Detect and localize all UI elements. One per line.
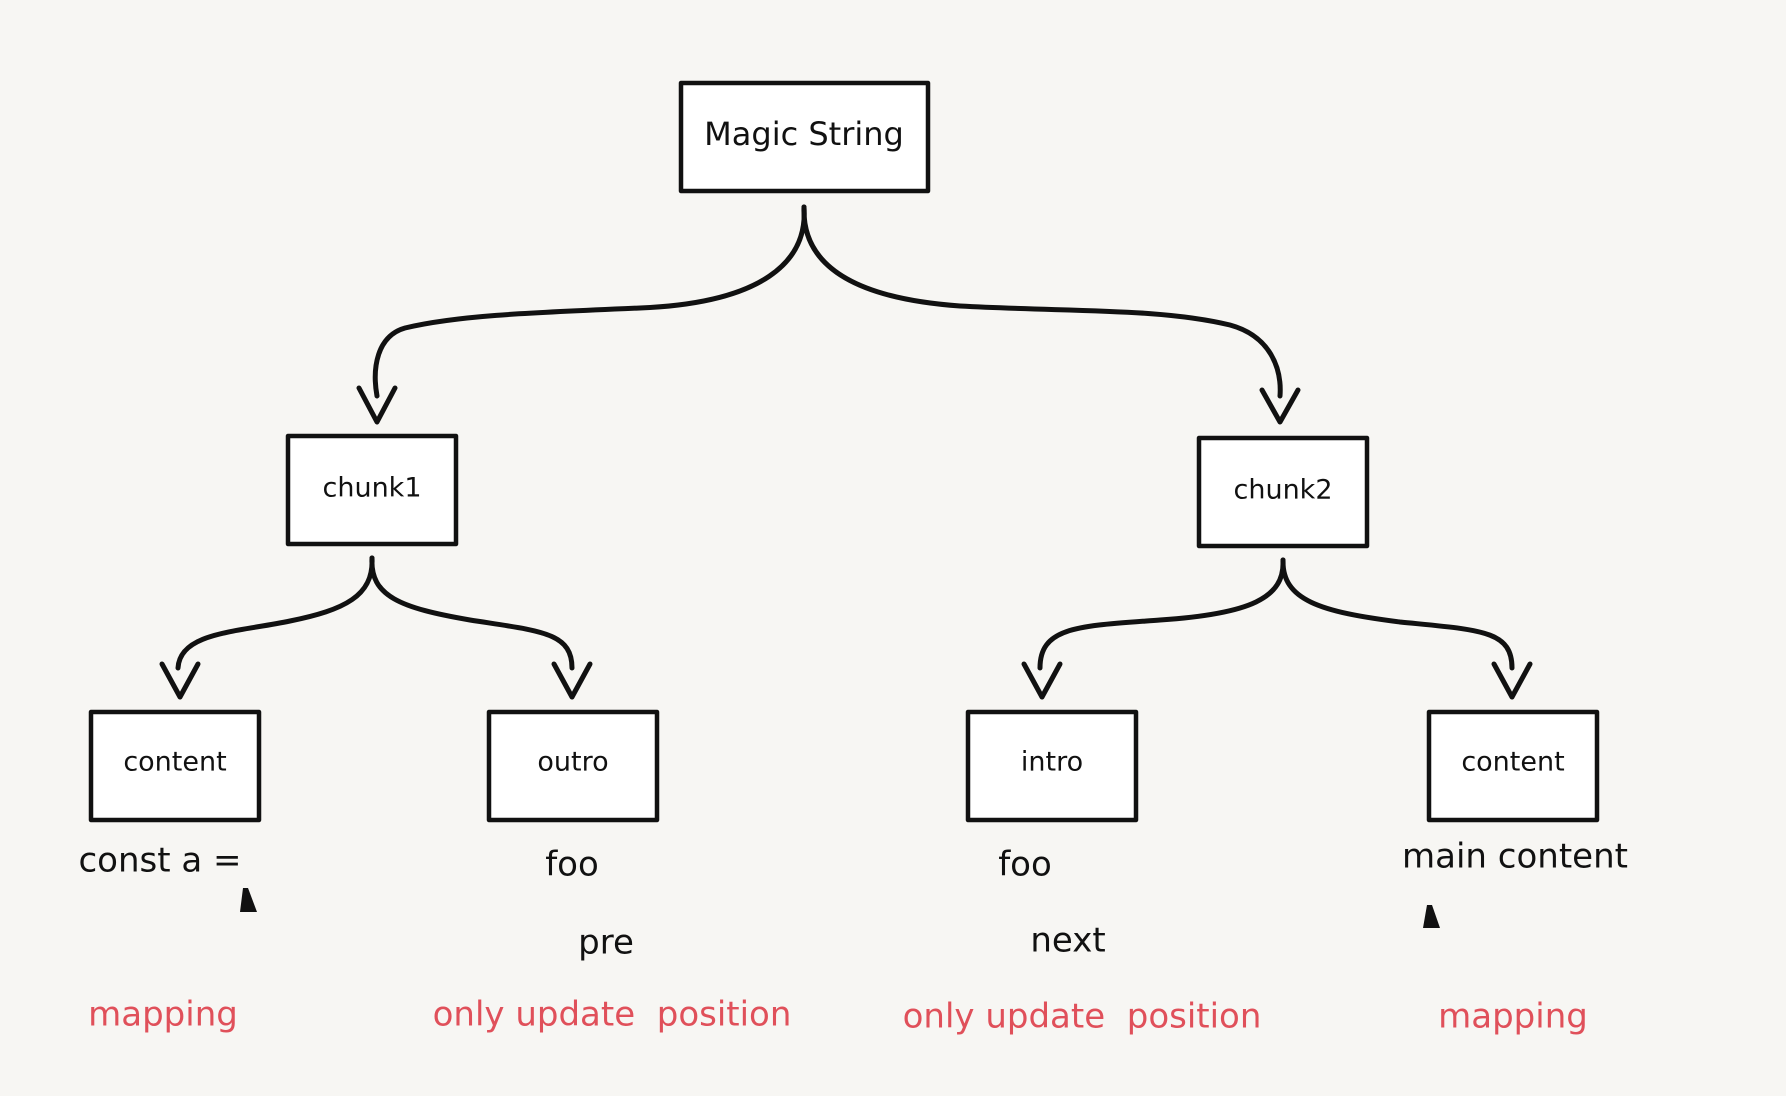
leaf-node-content-2: content [1426,709,1600,823]
chunk2-label: chunk2 [1234,475,1333,506]
value-main-content: main content [1402,837,1628,877]
arrowhead-chunk2 [1259,387,1301,425]
edge-chunk1-to-outro [369,555,575,671]
edge-root-to-chunk2 [801,204,1283,399]
chunk-node-2: chunk2 [1196,435,1370,549]
edge-root-to-chunk1 [372,204,807,399]
cursor-marker-left [240,888,257,912]
chunk1-label: chunk1 [323,473,422,504]
leaf-content-1-label: content [123,747,226,778]
note-mapping-right: mapping [1438,997,1588,1037]
value-const-a: const a = [78,841,241,881]
cursor-marker-right [1423,905,1440,928]
edge-chunk2-to-intro [1037,557,1286,671]
leaf-outro-label: outro [537,747,608,778]
root-node: Magic String [678,80,931,194]
leaf-content-2-label: content [1461,747,1564,778]
note-only-update-position-left: only update position [433,995,792,1035]
leaf-intro-label: intro [1021,747,1083,778]
value-pre: pre [578,923,634,963]
leaf-node-intro: intro [965,709,1139,823]
arrowhead-content-right [1491,661,1533,700]
leaf-node-content-1: content [88,709,262,823]
arrowhead-outro [551,661,593,700]
edge-chunk1-to-content [175,555,375,671]
chunk-node-1: chunk1 [285,433,459,547]
arrowhead-content-left [159,661,201,700]
note-only-update-position-right: only update position [903,997,1262,1037]
value-outro-foo: foo [545,845,599,885]
value-next: next [1030,921,1105,961]
leaf-node-outro: outro [486,709,660,823]
arrowhead-chunk1 [356,385,398,425]
edge-chunk2-to-content [1280,557,1515,671]
root-label: Magic String [704,115,904,153]
note-mapping-left: mapping [88,995,238,1035]
value-intro-foo: foo [998,845,1052,885]
arrowhead-intro [1021,661,1063,700]
